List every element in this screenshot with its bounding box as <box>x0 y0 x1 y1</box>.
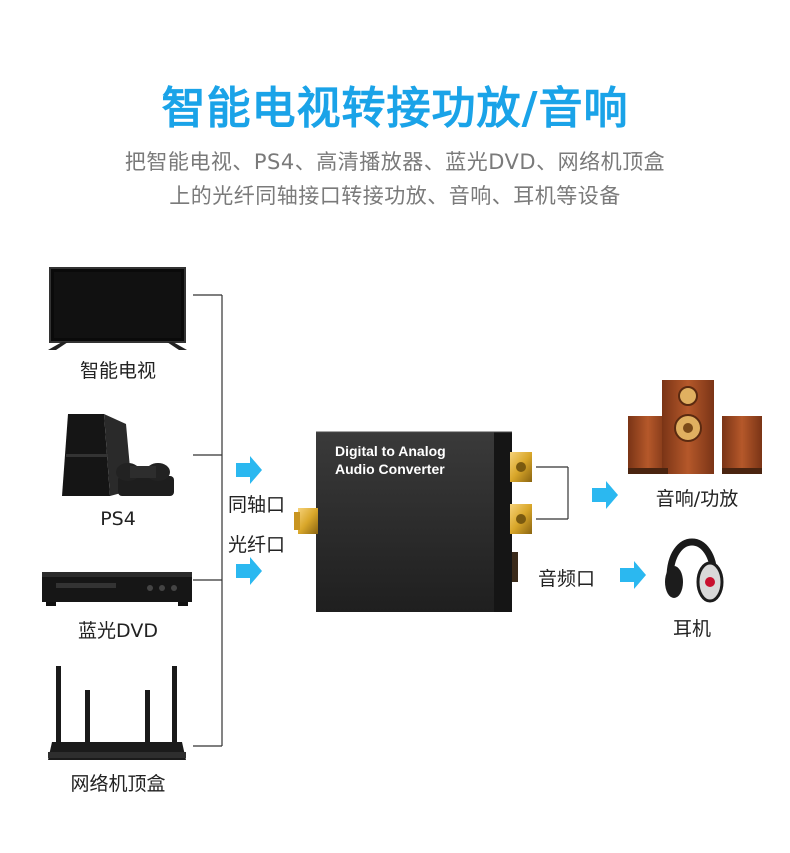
tv-icon <box>48 267 187 350</box>
page-title: 智能电视转接功放/音响 <box>161 83 629 134</box>
speaker-system-icon <box>628 380 762 474</box>
source-label-ps4: PS4 <box>100 508 136 530</box>
device-label-line-2: Audio Converter <box>335 461 445 477</box>
output-bracket <box>536 466 569 520</box>
output-arrow-headphones <box>620 561 646 589</box>
output-arrow-speaker <box>592 481 618 509</box>
device-label-line-1: Digital to Analog <box>335 443 446 459</box>
output-label-headphones: 耳机 <box>672 618 711 640</box>
subtitle-line-1: 把智能电视、PS4、高清播放器、蓝光DVD、网络机顶盒 <box>124 150 666 174</box>
input-label-coaxial: 同轴口 <box>228 494 286 516</box>
source-label-router: 网络机顶盒 <box>70 773 166 795</box>
output-label-speaker: 音响/功放 <box>655 488 739 510</box>
input-arrow-optical <box>236 557 262 585</box>
output-label-audio-port: 音频口 <box>538 568 596 590</box>
input-label-optical: 光纤口 <box>228 534 286 556</box>
router-box-icon <box>48 666 186 760</box>
converter-device <box>294 431 532 612</box>
input-arrow-coaxial <box>236 456 262 484</box>
ps4-console-icon <box>62 414 174 496</box>
source-bracket <box>193 294 223 747</box>
headphones-icon <box>665 538 724 603</box>
source-label-tv: 智能电视 <box>79 360 156 382</box>
bluray-player-icon <box>42 572 192 606</box>
subtitle-line-2: 上的光纤同轴接口转接功放、音响、耳机等设备 <box>169 184 621 208</box>
source-label-bluray: 蓝光DVD <box>78 620 158 642</box>
